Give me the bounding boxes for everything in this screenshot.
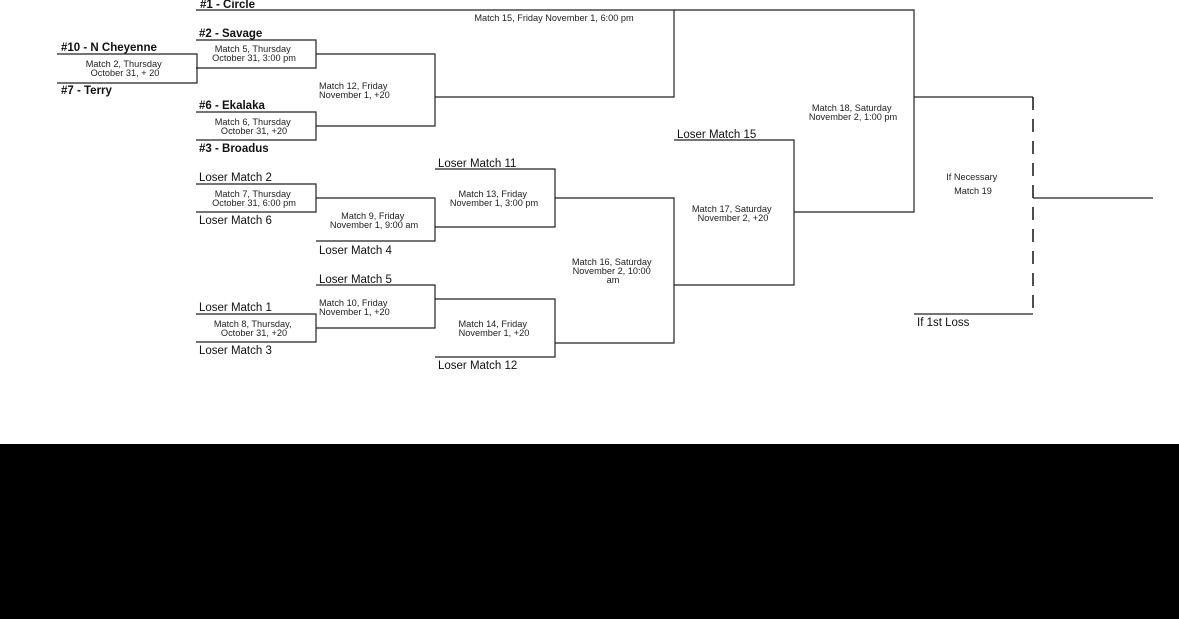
team-ekalaka: #6 - Ekalaka [199, 100, 265, 112]
slot-loser-match-2: Loser Match 2 [199, 172, 272, 184]
slot-loser-match-12: Loser Match 12 [438, 360, 517, 372]
match-7-info: Match 7, Thursday October 31, 6:00 pm [212, 189, 296, 208]
team-n-cheyenne: #10 - N Cheyenne [61, 42, 157, 54]
match-19-info: If Necessary Match 19 [946, 172, 1000, 196]
slot-loser-match-11: Loser Match 11 [438, 158, 516, 170]
match-8-info: Match 8, Thursday, October 31, +20 [214, 319, 294, 338]
match-10-bracket [316, 284, 436, 329]
match-9-bracket [316, 197, 436, 242]
slot-loser-match-1: Loser Match 1 [199, 302, 272, 314]
match-17-info: Match 17, Saturday November 2, +20 [692, 204, 774, 223]
slot-loser-match-3: Loser Match 3 [199, 345, 272, 357]
match-17-bracket [674, 139, 795, 286]
match-10-info: Match 10, Friday November 1, +20 [319, 298, 390, 317]
slot-loser-match-15: Loser Match 15 [677, 129, 756, 141]
black-bottom-band [0, 444, 1179, 619]
team-savage: #2 - Savage [199, 28, 262, 40]
match-18-bracket [674, 9, 915, 213]
tournament-bracket: #1 - Circle #2 - Savage #10 - N Cheyenne… [57, 0, 1153, 372]
match-15-bracket [196, 9, 675, 98]
bracket-diagram: #1 - Circle #2 - Savage #10 - N Cheyenne… [57, 0, 1153, 372]
match-12-bracket [316, 53, 436, 127]
match-15-info: Match 15, Friday November 1, 6:00 pm [474, 13, 634, 23]
slot-loser-match-6: Loser Match 6 [199, 215, 272, 227]
slot-loser-match-4: Loser Match 4 [319, 245, 392, 257]
match-13-info: Match 13, Friday November 1, 3:00 pm [450, 189, 539, 208]
slot-if-1st-loss: If 1st Loss [917, 317, 970, 329]
match-14-bracket [435, 298, 556, 358]
team-broadus: #3 - Broadus [199, 143, 269, 155]
match-5-info: Match 5, Thursday October 31, 3:00 pm [212, 44, 296, 63]
bracket-lines [57, 9, 1153, 358]
slot-loser-match-5: Loser Match 5 [319, 274, 392, 286]
match-18-info: Match 18, Saturday November 2, 1:00 pm [809, 103, 898, 122]
match-16-bracket [555, 197, 675, 344]
team-terry: #7 - Terry [61, 85, 113, 97]
match-12-info: Match 12, Friday November 1, +20 [319, 81, 390, 100]
match-9-info: Match 9, Friday November 1, 9:00 am [330, 211, 419, 230]
match-6-info: Match 6, Thursday October 31, +20 [215, 117, 293, 136]
match-2-info: Match 2, Thursday October 31, + 20 [86, 59, 164, 78]
team-circle: #1 - Circle [200, 0, 255, 11]
match-16-info: Match 16, Saturday November 2, 10:00 am [572, 257, 654, 285]
match-14-info: Match 14, Friday November 1, +20 [459, 319, 530, 338]
